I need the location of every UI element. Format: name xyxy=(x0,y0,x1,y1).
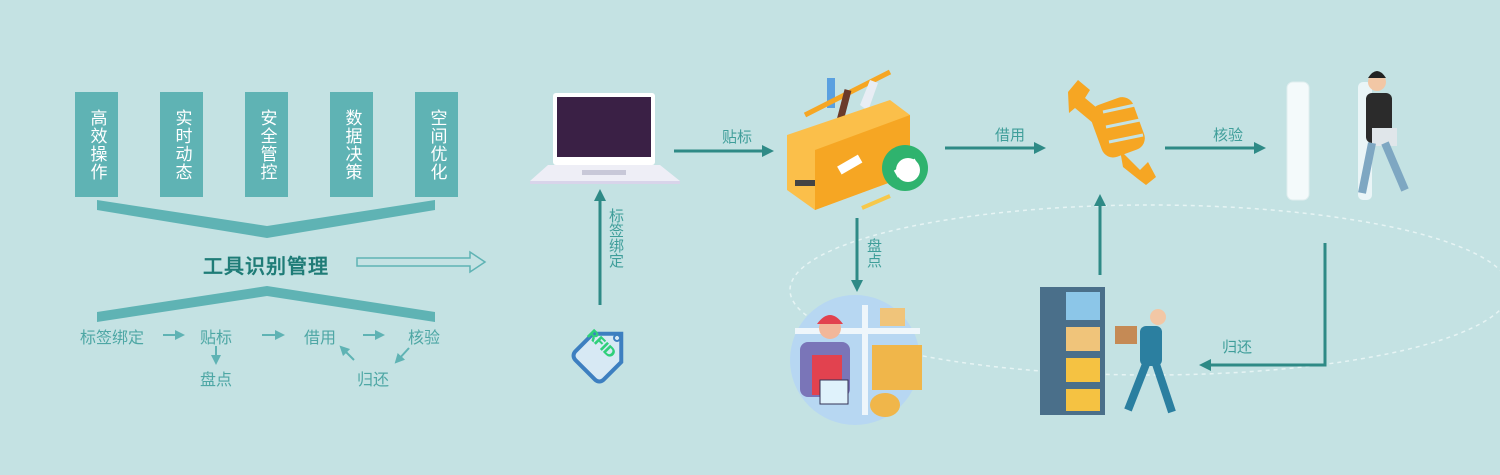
borrow-step-label: 借用 xyxy=(995,126,1026,144)
laptop-icon xyxy=(530,93,680,184)
carrying-person-icon xyxy=(1115,309,1176,414)
benefit-box-data-decision: 数据决策 xyxy=(330,92,373,197)
benefit-box-efficient-operation: 高效操作 xyxy=(75,92,118,197)
summary-flow-arrows xyxy=(163,330,410,365)
upper-chevron xyxy=(97,200,435,238)
summary-branch-inventory: 盘点 xyxy=(200,370,233,389)
toolbox-icon xyxy=(787,69,928,210)
summary-step-borrow: 借用 xyxy=(304,328,337,347)
walking-person-icon xyxy=(1358,71,1409,194)
verify-step-label: 核验 xyxy=(1213,126,1244,144)
inventory-worker-illustration xyxy=(790,295,922,425)
benefit-box-security-control: 安全管控 xyxy=(245,92,288,197)
label-step-label: 贴标 xyxy=(722,128,753,146)
return-step-label: 归还 xyxy=(1222,338,1253,356)
hollow-right-arrow xyxy=(356,250,487,274)
inventory-step-label: 盘点 xyxy=(865,238,883,268)
benefit-box-space-optimization: 空间优化 xyxy=(415,92,458,197)
benefit-box-realtime-status: 实时动态 xyxy=(160,92,203,197)
center-title: 工具识别管理 xyxy=(203,254,329,278)
rfid-gate-icon xyxy=(1286,81,1372,201)
summary-step-verify: 核验 xyxy=(408,328,441,347)
storage-cabinet-icon xyxy=(1040,287,1105,415)
tag-bind-step-label: 标签绑定 xyxy=(607,208,625,268)
summary-step-label: 贴标 xyxy=(200,328,233,347)
rfid-tag-icon xyxy=(571,331,624,384)
summary-step-tag-bind: 标签绑定 xyxy=(80,328,145,347)
process-arrows xyxy=(594,142,1327,371)
summary-branch-return: 归还 xyxy=(357,370,390,389)
lower-chevron xyxy=(97,286,435,322)
wrench-hand-icon xyxy=(1068,80,1156,185)
